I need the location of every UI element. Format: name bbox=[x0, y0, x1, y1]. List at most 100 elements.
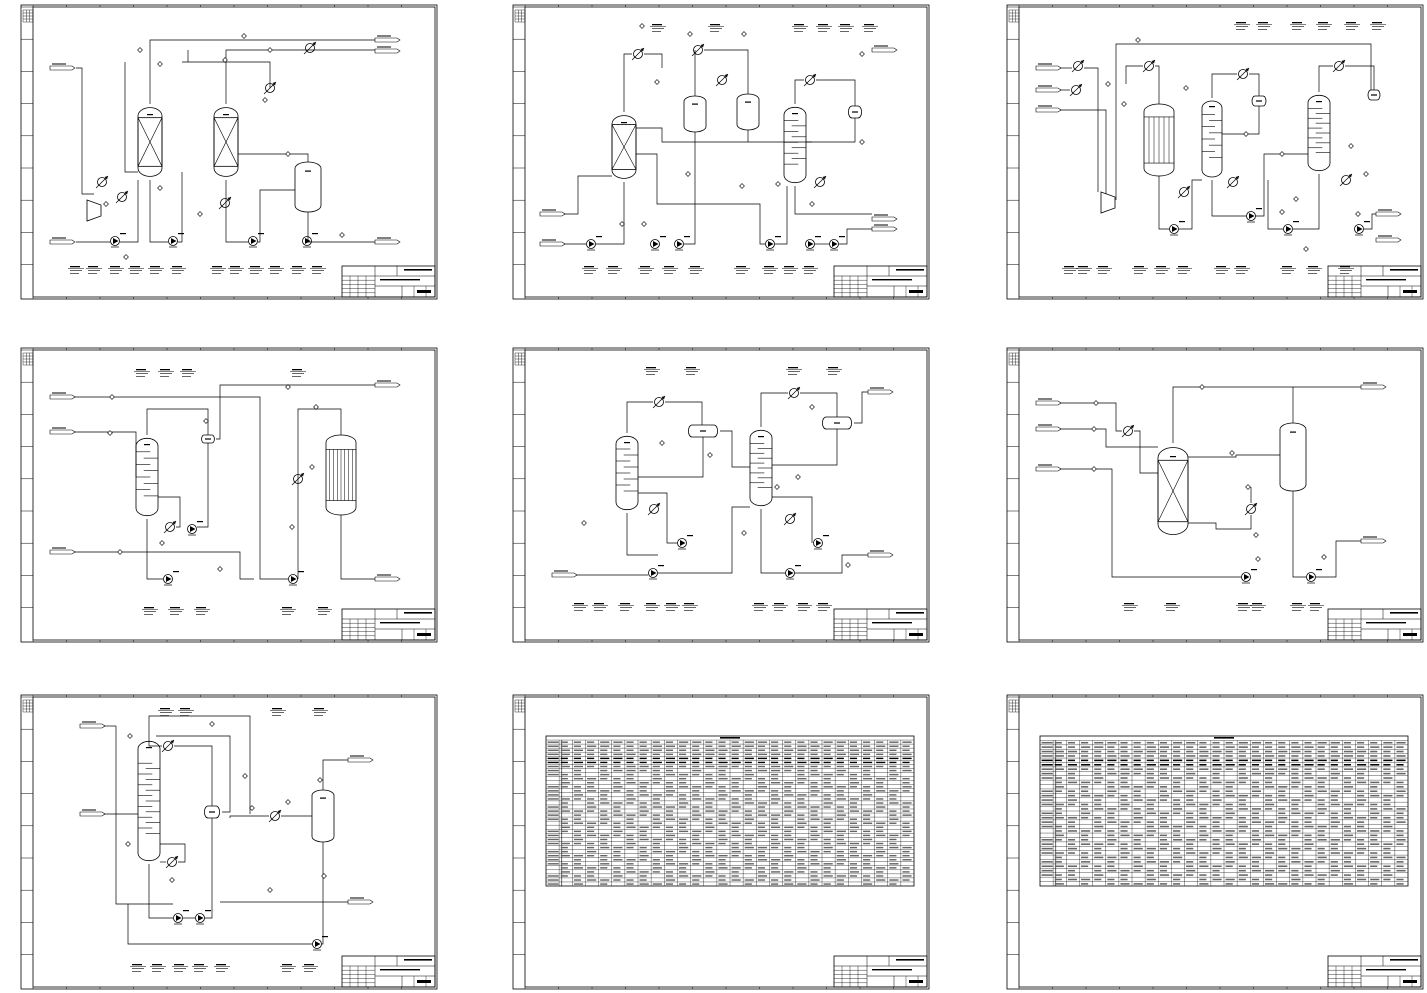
table-cell-value bbox=[797, 883, 807, 885]
exchanger-arrow bbox=[822, 176, 826, 180]
equipment-label-mark bbox=[1292, 26, 1304, 27]
table-cell-value bbox=[744, 745, 754, 747]
table-cell-value bbox=[1081, 790, 1089, 793]
table-cell-value bbox=[902, 790, 910, 792]
table-cell-value bbox=[1278, 790, 1286, 793]
table-cell-value bbox=[1383, 856, 1393, 859]
table-cell-value bbox=[1081, 861, 1091, 863]
equipment-label-mark bbox=[170, 614, 179, 615]
stream-number-marker bbox=[285, 384, 291, 390]
table-cell-value bbox=[757, 806, 766, 808]
table-cell-value bbox=[1107, 830, 1115, 832]
table-cell-value bbox=[1343, 839, 1352, 841]
equipment-label-mark bbox=[1078, 270, 1090, 271]
table-cell-value bbox=[876, 834, 886, 837]
table-cell-value bbox=[797, 802, 805, 804]
table-cell-value bbox=[757, 761, 766, 764]
table-cell-value bbox=[1396, 768, 1404, 770]
pump bbox=[312, 939, 322, 949]
table-cell-value bbox=[665, 745, 676, 747]
pump bbox=[1283, 224, 1293, 234]
table-cell-value bbox=[1041, 741, 1053, 744]
table-cell-value bbox=[626, 782, 636, 784]
table-cell-value bbox=[823, 773, 833, 776]
table-cell-value bbox=[1173, 852, 1181, 854]
stream-number-marker bbox=[1303, 246, 1309, 252]
table-cell-value bbox=[1186, 799, 1194, 801]
heat-exchanger bbox=[270, 811, 280, 821]
table-cell-value bbox=[771, 765, 781, 768]
table-cell-value bbox=[679, 822, 687, 824]
table-cell-value bbox=[1212, 759, 1220, 762]
table-cell-value bbox=[1212, 852, 1220, 854]
table-cell-value bbox=[1265, 777, 1273, 779]
table-cell-value bbox=[1107, 808, 1117, 810]
table-cell-value bbox=[679, 761, 687, 764]
equipment-label-mark bbox=[1166, 607, 1178, 608]
table-cell-value bbox=[757, 846, 768, 849]
table-cell-value bbox=[1146, 799, 1156, 801]
table-cell-value bbox=[1304, 777, 1314, 779]
table-cell-value bbox=[1067, 865, 1078, 868]
equipment-label-mark bbox=[798, 610, 807, 611]
table-cell-value bbox=[1343, 777, 1352, 779]
table-cell-value bbox=[679, 757, 689, 760]
equipment-label-mark bbox=[774, 607, 786, 608]
table-cell-value bbox=[810, 879, 820, 881]
table-cell-value bbox=[902, 786, 912, 788]
equipment-label-mark bbox=[282, 968, 294, 969]
distillation-column bbox=[137, 107, 163, 177]
equipment-label-mark bbox=[250, 266, 260, 268]
table-cell-value bbox=[626, 802, 634, 804]
equipment-label-mark bbox=[784, 266, 794, 268]
equipment-label-mark bbox=[818, 603, 828, 605]
table-cell-value bbox=[849, 854, 860, 857]
table-cell-value bbox=[665, 834, 676, 837]
table-cell-value bbox=[810, 782, 818, 784]
table-cell-value bbox=[626, 761, 634, 764]
table-cell-value bbox=[1396, 764, 1404, 766]
equipment-label-mark bbox=[132, 968, 144, 969]
stream-label-mark bbox=[52, 392, 66, 394]
pipe-line bbox=[636, 153, 765, 245]
table-cell-value bbox=[1067, 847, 1078, 850]
stream-label-mark bbox=[1363, 382, 1377, 384]
stream-label-mark bbox=[377, 35, 391, 37]
table-cell-value bbox=[1120, 821, 1130, 823]
table-cell-value bbox=[784, 859, 792, 861]
table-cell-value bbox=[1225, 768, 1233, 770]
title-block-mark bbox=[1390, 959, 1418, 961]
table-cell-value bbox=[1146, 786, 1154, 788]
stream-connector-tag bbox=[871, 216, 898, 222]
table-cell-value bbox=[823, 830, 833, 833]
table-cell-value bbox=[771, 818, 779, 820]
table-cell-value bbox=[626, 879, 634, 881]
table-cell-value bbox=[587, 879, 597, 881]
table-cell-value bbox=[810, 854, 818, 857]
table-cell-value bbox=[797, 838, 807, 841]
table-cell-value bbox=[1133, 768, 1143, 770]
table-cell-value bbox=[573, 875, 582, 877]
table-cell-value bbox=[1317, 759, 1327, 762]
table-cell-value bbox=[1225, 843, 1235, 845]
stream-label-mark bbox=[870, 387, 884, 389]
table-cell-value bbox=[731, 826, 739, 829]
table-cell-value bbox=[1094, 750, 1102, 753]
table-cell-value bbox=[1054, 790, 1062, 793]
exchanger-arrow bbox=[300, 473, 304, 477]
stream-connector-tag bbox=[374, 239, 401, 245]
table-cell-value bbox=[1094, 821, 1102, 823]
table-cell-value bbox=[1383, 781, 1391, 784]
table-cell-value bbox=[1107, 821, 1117, 823]
table-cell-value bbox=[1107, 834, 1115, 837]
table-cell-value bbox=[1225, 755, 1233, 757]
table-cell-value bbox=[731, 854, 739, 857]
table-cell-value bbox=[1304, 786, 1312, 788]
table-cell-value bbox=[1107, 794, 1115, 797]
table-cell-value bbox=[1173, 741, 1183, 744]
table-cell-value bbox=[823, 741, 833, 743]
table-cell-value bbox=[1343, 883, 1354, 885]
equipment-label-mark bbox=[584, 266, 594, 268]
equipment-tag bbox=[792, 113, 798, 115]
table-cell-value bbox=[1094, 746, 1104, 748]
